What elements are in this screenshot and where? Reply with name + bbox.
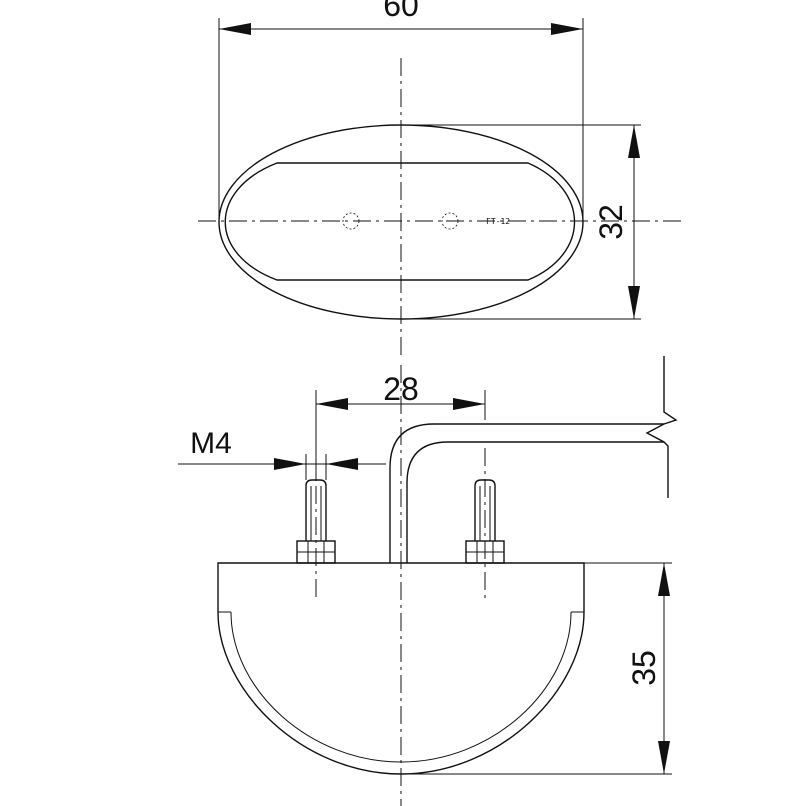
depth-dimension: 35 [401,562,672,775]
thread-label: M4 [190,427,232,460]
part-label: FT-12 [486,217,510,226]
thread-arrow-right [326,458,358,470]
depth-label: 35 [626,650,662,686]
hidden-stud-hole-left [342,212,360,230]
side-view [217,356,678,806]
height-label: 32 [593,204,629,240]
stud-spacing-label: 28 [383,371,419,407]
width-arrow-right [551,23,583,35]
height-arrow-top [628,125,640,158]
depth-arrow-bottom [658,741,670,774]
spacing-arrow-left [316,398,348,410]
width-label: 60 [383,0,419,23]
width-arrow-left [219,23,251,35]
thread-dimension: M4 [178,427,386,480]
bracket-break-line [645,356,678,498]
thread-arrow-left [274,458,306,470]
mounting-bracket [389,356,678,563]
housing-inner-lens-outline [230,611,572,763]
spacing-arrow-right [453,398,485,410]
height-dimension: 32 [388,124,641,320]
stud-spacing-dimension: 28 [315,371,486,480]
stud-right [465,448,505,598]
height-arrow-bottom [628,286,640,319]
hidden-stud-hole-right [441,212,459,230]
depth-arrow-top [658,563,670,596]
width-dimension: 60 [218,0,584,222]
lens-window-outline [224,162,575,281]
